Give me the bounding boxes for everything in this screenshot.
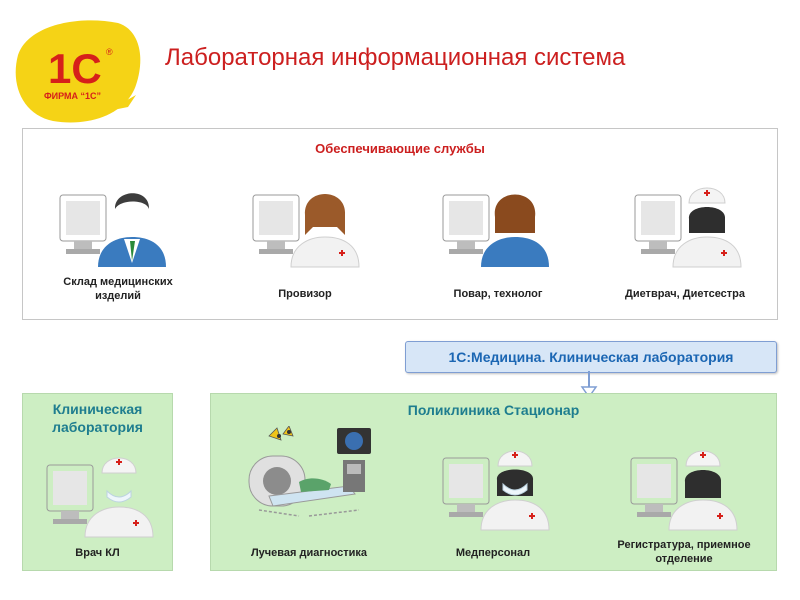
warehouse-staff-icon — [59, 193, 166, 267]
logo-mark: 1С — [48, 45, 102, 92]
clinic-panel: Поликлиника Стационар Лучевая диагностик… — [210, 393, 777, 571]
role-label-warehouse: Склад медицинских изделий — [63, 276, 173, 302]
dietitian-icon — [634, 187, 742, 268]
role-label-registry: Регистратура, приемное отделение — [617, 539, 751, 565]
clinical-lab-panel: Клиническая лаборатория Врач КЛ — [22, 393, 173, 571]
registry-staff-icon — [630, 450, 738, 531]
role-label-cook: Повар, технолог — [453, 288, 543, 300]
lab-doctor-icon — [46, 457, 154, 538]
services-panel: Обеспечивающие службы Склад медицинских … — [22, 128, 778, 320]
medical-staff-icon — [442, 450, 550, 531]
radiology-equipment-icon — [248, 426, 371, 517]
clinic-title: Поликлиника Стационар — [407, 402, 580, 418]
role-label-pharmacist: Провизор — [278, 288, 332, 300]
services-title: Обеспечивающие службы — [315, 141, 485, 156]
role-label-lab-doctor: Врач КЛ — [75, 547, 120, 559]
cook-icon — [442, 194, 549, 267]
clinical-lab-title: Клиническая лаборатория — [52, 401, 143, 435]
logo-caption: ФИРМА “1С” — [44, 91, 101, 101]
lis-callout-text: 1С:Медицина. Клиническая лаборатория — [448, 349, 734, 365]
1c-logo: 1С ® ФИРМА “1С” — [15, 20, 141, 123]
page-title: Лабораторная информационная система — [165, 44, 626, 71]
logo-reg: ® — [106, 47, 113, 57]
role-label-medical-staff: Медперсонал — [455, 547, 531, 559]
role-label-dietitian: Диетврач, Диетсестра — [624, 288, 746, 300]
down-arrow-icon — [580, 371, 598, 399]
lis-callout: 1С:Медицина. Клиническая лаборатория — [405, 341, 777, 373]
pharmacist-icon — [252, 194, 360, 268]
role-label-radiology: Лучевая диагностика — [250, 547, 368, 559]
